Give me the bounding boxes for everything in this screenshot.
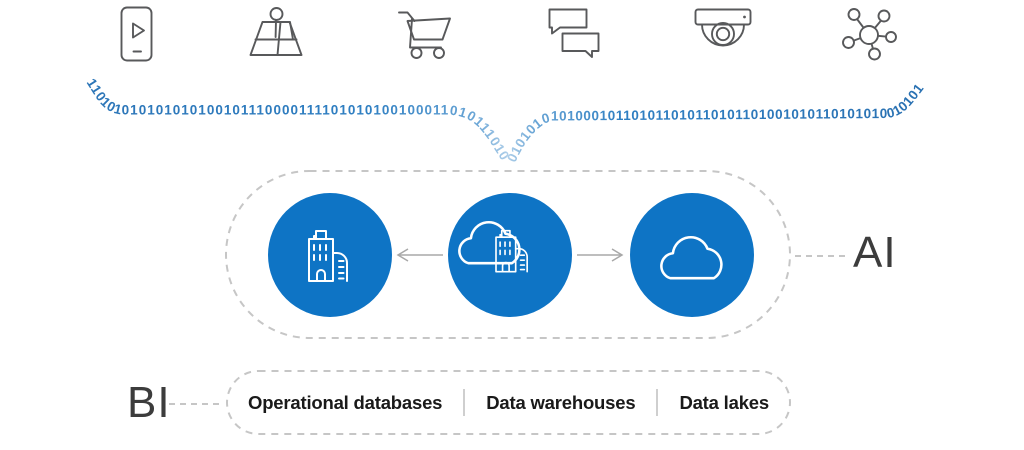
mobile-device-icon (120, 6, 153, 62)
cloud-circle (630, 193, 754, 317)
ai-label: AI (853, 228, 897, 277)
binary-stream-right: 0101010101000101101011010110101101001010… (504, 80, 926, 164)
bi-label: BI (127, 378, 171, 427)
hybrid-circle (448, 193, 572, 317)
bi-item-data-warehouses: Data warehouses (486, 391, 636, 413)
building-icon (308, 230, 348, 282)
chat-icon (548, 8, 600, 58)
ai-hub-outline (225, 170, 791, 339)
cloud-building-icon (458, 220, 528, 273)
separator (656, 389, 659, 416)
cloud-icon (660, 235, 723, 280)
map-icon (249, 7, 303, 56)
binary-stream-right-text: 0101010101000101101011010110101101001010… (504, 80, 927, 164)
bi-item-operational-databases: Operational databases (248, 391, 443, 413)
iot-icon (842, 8, 897, 61)
bi-item-data-lakes: Data lakes (679, 391, 769, 413)
camera-icon (694, 8, 752, 47)
on-premises-circle (268, 193, 392, 317)
arrow-right-icon (577, 248, 624, 262)
arrow-left-icon (396, 248, 443, 262)
bi-sources-list: Operational databases Data warehouses Da… (227, 371, 790, 434)
cart-icon (398, 11, 451, 59)
separator (463, 389, 466, 416)
